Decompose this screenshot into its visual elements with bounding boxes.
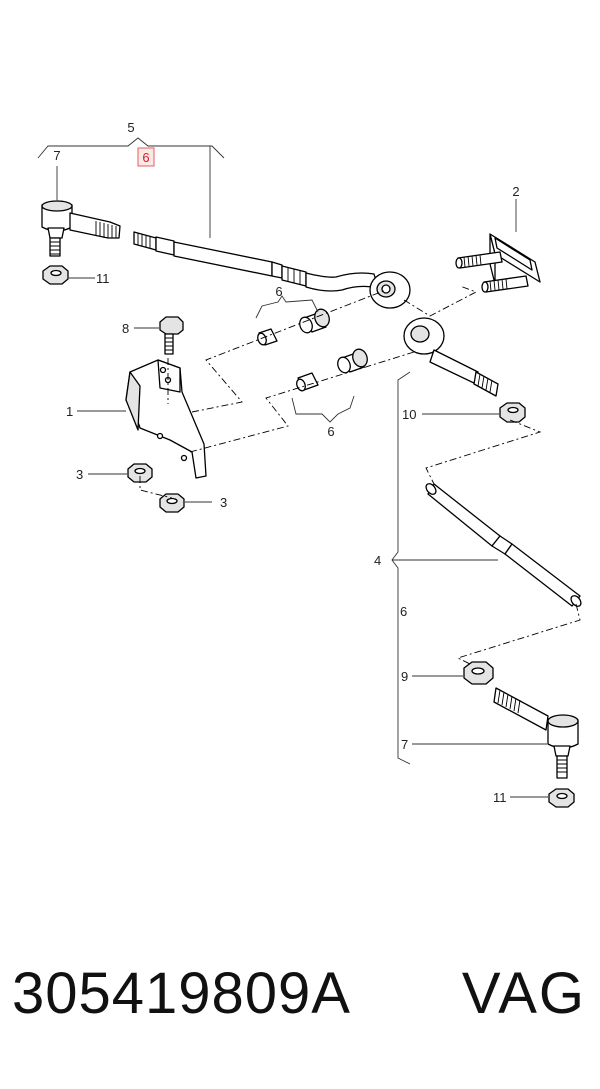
bushing-set-upper [257, 308, 330, 346]
callout-3-right: 3 [220, 495, 227, 510]
callout-3-left: 3 [76, 467, 83, 482]
bushing-set-lower [296, 348, 368, 392]
callout-7-bottom: 7 [401, 737, 408, 752]
nut-9 [463, 661, 494, 685]
callout-5: 5 [127, 120, 134, 135]
tie-rod-end-top [41, 200, 121, 257]
callout-2: 2 [512, 184, 519, 199]
nut-10 [499, 402, 526, 423]
tie-rod-end-bottom [493, 687, 579, 779]
callout-6-right: 6 [400, 604, 407, 619]
tie-rod-5 [133, 231, 411, 309]
drag-link-eye [403, 317, 499, 397]
rod-4 [425, 483, 582, 607]
callout-8: 8 [122, 321, 129, 336]
bracket-6-upper [255, 295, 319, 319]
bracket-4-right [391, 371, 411, 765]
steering-bracket-1 [125, 359, 207, 479]
bolt-8 [159, 316, 184, 355]
callout-4: 4 [374, 553, 381, 568]
bracket-6-lower [291, 395, 355, 423]
callout-6-lower: 6 [327, 424, 334, 439]
callout-11-top: 11 [96, 271, 110, 286]
callout-6-highlight-box [137, 147, 155, 167]
callout-1: 1 [66, 404, 73, 419]
callout-10: 10 [402, 407, 416, 422]
nut-11-bottom [548, 788, 575, 808]
callout-7-top: 7 [53, 148, 60, 163]
callout-11-bottom: 11 [493, 790, 507, 805]
bracket-5 [37, 137, 225, 159]
nut-3-right [159, 493, 185, 513]
callout-6-highlighted: 6 [142, 150, 149, 165]
callout-9: 9 [401, 669, 408, 684]
mounting-plate-2 [455, 233, 541, 293]
assembly-lines [139, 285, 581, 665]
footer: 305419809A VAG [0, 960, 600, 1050]
brand-name: VAG [461, 961, 586, 1026]
nut-3-left [127, 463, 153, 483]
nut-11-top [42, 265, 69, 285]
part-number: 305419809A [12, 961, 351, 1026]
callout-6-upper: 6 [275, 284, 282, 299]
